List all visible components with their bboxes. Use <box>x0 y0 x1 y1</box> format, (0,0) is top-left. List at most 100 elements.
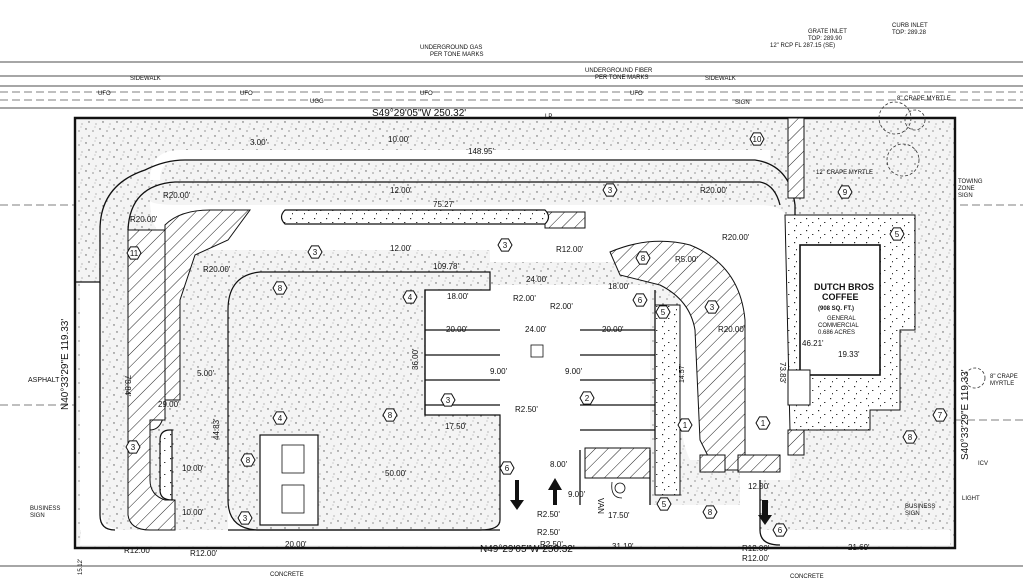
svg-text:R2.00': R2.00' <box>513 294 536 303</box>
bearing-labels: S49°29'05"W 250.32' N49°29'05"W 250.32' … <box>60 108 971 555</box>
svg-text:UFO: UFO <box>630 91 643 97</box>
keynote-hexagon <box>382 408 398 422</box>
radius-labels: R20.00' R20.00' R20.00' R20.00' R20.00' … <box>124 186 770 563</box>
svg-text:9.00': 9.00' <box>490 367 508 376</box>
svg-text:21.69': 21.69' <box>848 543 870 552</box>
svg-text:UNDERGROUND GAS: UNDERGROUND GAS <box>420 45 482 51</box>
svg-text:8" CRAPE: 8" CRAPE <box>990 374 1018 380</box>
keynote-number: 6 <box>505 464 510 473</box>
keynote-tag: 8 <box>702 505 718 519</box>
svg-text:20.00': 20.00' <box>285 540 307 549</box>
keynote-number: 3 <box>243 514 248 523</box>
keynote-tag: 9 <box>837 185 853 199</box>
svg-text:R12.00': R12.00' <box>556 245 584 254</box>
svg-text:29.00': 29.00' <box>158 400 180 409</box>
keynote-hexagon <box>677 418 693 432</box>
keynote-number: 8 <box>278 284 283 293</box>
keynote-hexagon <box>635 251 651 265</box>
keynote-hexagon <box>440 393 456 407</box>
keynote-number: 8 <box>246 456 251 465</box>
arrow-icons <box>510 478 772 525</box>
annotations: GRATE INLET TOP: 289.90 12" RCP FL 287.1… <box>28 23 1018 580</box>
keynote-number: 10 <box>753 135 762 144</box>
keynote-hexagon <box>579 391 595 405</box>
svg-text:ICV: ICV <box>978 461 988 467</box>
svg-text:TOWING: TOWING <box>958 179 983 185</box>
svg-text:36.00': 36.00' <box>411 348 420 370</box>
svg-text:TOP: 289.28: TOP: 289.28 <box>892 30 927 36</box>
svg-text:COMMERCIAL: COMMERCIAL <box>818 323 859 329</box>
accessible-parking-icon <box>611 481 626 499</box>
svg-text:VAN: VAN <box>596 498 605 514</box>
svg-text:12" RCP FL 287.15 (SE): 12" RCP FL 287.15 (SE) <box>770 43 835 49</box>
keynote-number: 4 <box>278 414 283 423</box>
svg-text:CURB INLET: CURB INLET <box>892 23 928 29</box>
keynote-tag: 3 <box>125 440 141 454</box>
keynote-hexagon <box>126 246 142 260</box>
svg-text:SIGN: SIGN <box>905 511 920 517</box>
street-context <box>0 61 1023 567</box>
svg-text:ASPHALT: ASPHALT <box>28 377 60 384</box>
svg-text:R20.00': R20.00' <box>203 265 231 274</box>
keynote-tag: 6 <box>632 293 648 307</box>
svg-text:5.00': 5.00' <box>197 369 215 378</box>
svg-text:10.00': 10.00' <box>182 464 204 473</box>
svg-text:S40°33'29"E 119.33': S40°33'29"E 119.33' <box>960 369 971 460</box>
svg-text:12.00': 12.00' <box>390 186 412 195</box>
keynote-tag: 8 <box>272 281 288 295</box>
keynote-tag: 8 <box>902 430 918 444</box>
svg-text:COFFEE: COFFEE <box>822 292 859 302</box>
dimension-labels: 3.00' 10.00' 148.95' 12.00' 75.27' 12.00… <box>123 135 870 552</box>
svg-text:R12.00': R12.00' <box>742 544 770 553</box>
svg-text:19.33': 19.33' <box>838 350 860 359</box>
keynote-hexagon <box>237 511 253 525</box>
keynote-number: 3 <box>313 248 318 257</box>
keynote-tag: 1 <box>755 416 771 430</box>
svg-text:SIGN: SIGN <box>735 100 750 106</box>
keynote-tag: 5 <box>889 227 905 241</box>
svg-text:R20.00': R20.00' <box>700 186 728 195</box>
svg-text:9.00': 9.00' <box>565 367 583 376</box>
keynote-hexagon <box>272 411 288 425</box>
keynote-tag: 5 <box>656 497 672 511</box>
keynote-tag: 3 <box>237 511 253 525</box>
keynote-hexagon <box>655 305 671 319</box>
svg-text:8" CRAPE MYRTLE: 8" CRAPE MYRTLE <box>897 96 951 102</box>
svg-text:15.12': 15.12' <box>78 559 84 575</box>
svg-text:75.27': 75.27' <box>433 200 455 209</box>
keynote-tag: 8 <box>240 453 256 467</box>
svg-text:SIDEWALK: SIDEWALK <box>705 76 736 82</box>
svg-text:CONCRETE: CONCRETE <box>270 572 304 578</box>
keynote-number: 11 <box>130 249 139 258</box>
keynote-hexagon <box>307 245 323 259</box>
svg-text:31.19': 31.19' <box>612 542 634 551</box>
keynote-hexagon <box>902 430 918 444</box>
svg-text:20.00': 20.00' <box>446 325 468 334</box>
svg-text:12.00': 12.00' <box>390 244 412 253</box>
tree-icons <box>878 101 986 389</box>
svg-text:LIGHT: LIGHT <box>962 496 980 502</box>
keynote-hexagon <box>402 290 418 304</box>
keynote-number: 3 <box>131 443 136 452</box>
svg-text:109.78': 109.78' <box>433 262 459 271</box>
svg-text:(908 SQ. FT.): (908 SQ. FT.) <box>818 306 854 312</box>
svg-text:12.00': 12.00' <box>748 482 770 491</box>
keynote-hexagon <box>240 453 256 467</box>
keynote-number: 9 <box>843 188 848 197</box>
svg-text:50.00': 50.00' <box>385 469 407 478</box>
property-line <box>73 116 957 550</box>
building-footprint <box>787 244 881 406</box>
svg-text:R5.00': R5.00' <box>675 255 698 264</box>
svg-text:R2.50': R2.50' <box>540 540 563 549</box>
keynote-number: 8 <box>708 508 713 517</box>
keynote-number: 8 <box>388 411 393 420</box>
keynote-number: 2 <box>585 394 590 403</box>
keynote-tag: 6 <box>772 523 788 537</box>
svg-text:GENERAL: GENERAL <box>827 316 856 322</box>
keynote-tag: 10 <box>749 132 765 146</box>
svg-text:3.00': 3.00' <box>250 138 268 147</box>
svg-text:R2.00': R2.00' <box>550 302 573 311</box>
svg-text:MYRTLE: MYRTLE <box>990 381 1014 387</box>
